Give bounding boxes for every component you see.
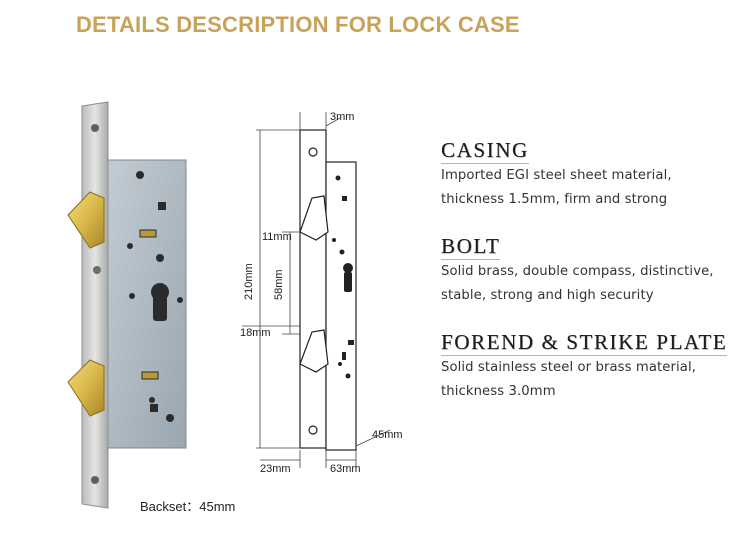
spec-line: Solid stainless steel or brass material,: [441, 360, 697, 375]
lower-bolt-shape: [67, 359, 105, 417]
lock-case-photo: [67, 101, 187, 509]
spec-line: stable, strong and high security: [441, 288, 654, 303]
spec-title: BOLT: [441, 234, 501, 260]
backset-label: Backset：45mm: [140, 499, 236, 514]
spec-title: FOREND & STRIKE PLATE: [441, 330, 728, 356]
spec-line: thickness 3.0mm: [441, 384, 556, 399]
spec-forend-strike-plate: FOREND & STRIKE PLATE Solid stainless st…: [441, 330, 741, 404]
dim-lower-offset: 18mm: [240, 327, 271, 339]
spec-title: CASING: [441, 138, 529, 164]
spec-line: Solid brass, double compass, distinctive…: [441, 264, 714, 279]
page-title: DETAILS DESCRIPTION FOR LOCK CASE: [76, 12, 520, 37]
dim-top-thickness: 3mm: [330, 111, 354, 123]
spec-bolt: BOLT Solid brass, double compass, distin…: [441, 234, 741, 308]
dim-latch-offset: 11mm: [262, 231, 292, 243]
dim-spacing: 58mm: [273, 269, 285, 300]
spec-line: thickness 1.5mm, firm and strong: [441, 192, 668, 207]
spec-casing: CASING Imported EGI steel sheet material…: [441, 138, 741, 212]
dim-forend-width: 23mm: [260, 463, 291, 475]
dim-height-total: 210mm: [243, 263, 255, 300]
dim-case-depth: 45mm: [372, 429, 403, 441]
spec-line: Imported EGI steel sheet material,: [441, 168, 672, 183]
lock-case-dimension-drawing: 3mm 210mm 11mm 58mm 18mm 45mm 23mm 63mm: [240, 111, 403, 475]
upper-bolt-shape: [67, 191, 105, 249]
dim-case-width: 63mm: [330, 463, 361, 475]
